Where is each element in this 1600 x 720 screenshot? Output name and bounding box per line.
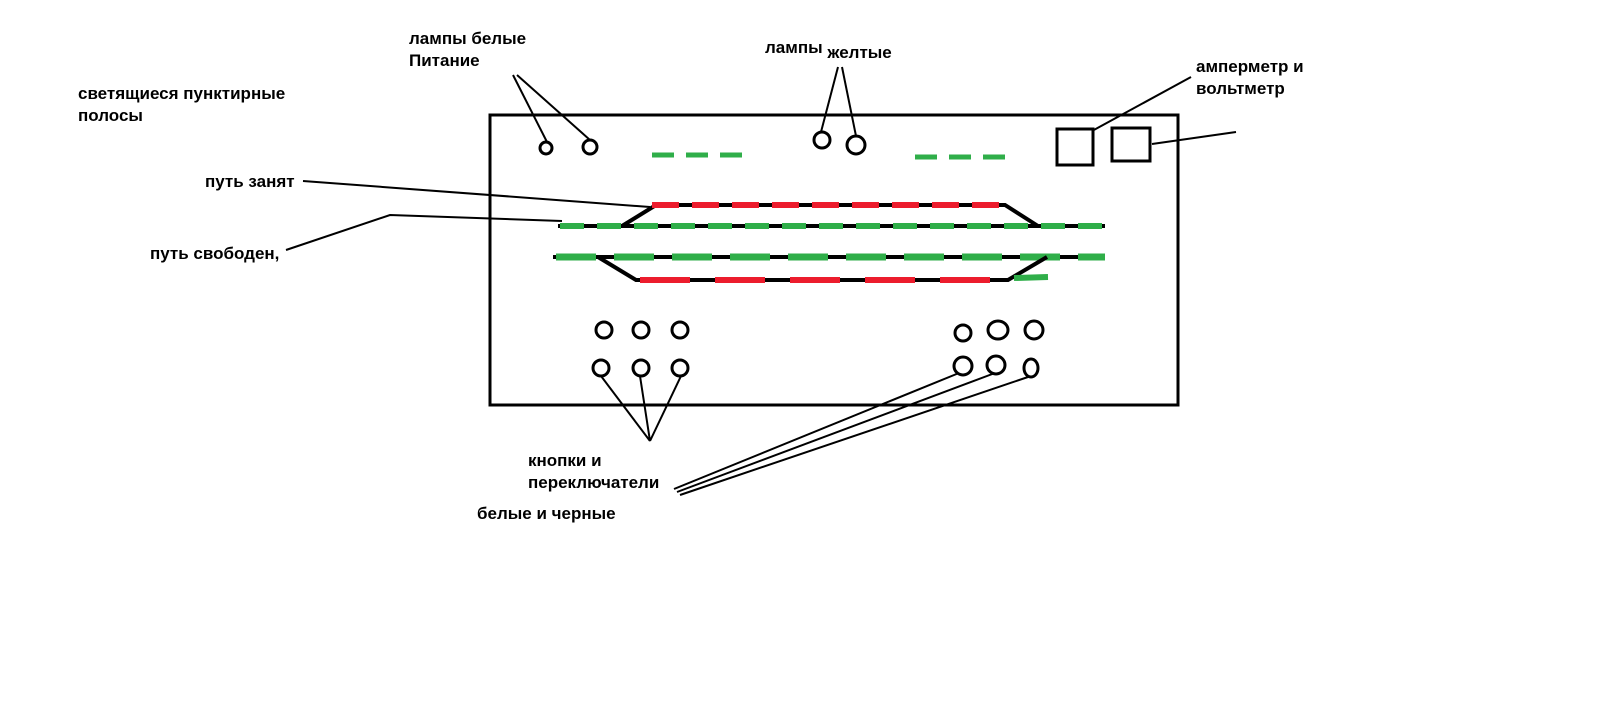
glowing-strips-label-line1: светящиеся пунктирные (78, 84, 286, 103)
buttons-label-line2: переключатели (528, 473, 660, 492)
glowing-strips-label: светящиеся пунктирные полосы (78, 83, 285, 127)
yellow-lamps-label-word2: желтые (827, 43, 892, 62)
button-circle (985, 354, 1007, 376)
track-occupied-arrow (302, 180, 651, 208)
button-circle (591, 358, 611, 378)
free-strip-lower-right (1013, 274, 1049, 281)
voltmeter-icon (1110, 126, 1152, 163)
buttons-left-group (591, 320, 690, 378)
buttons-left-arrow-2 (639, 375, 651, 442)
white-lamps-label-line2: Питание (409, 51, 480, 70)
meters-label-line1: амперметр и (1196, 57, 1304, 76)
yellow-lamps-arrow-2 (841, 66, 857, 137)
buttons-left-arrow-1 (600, 375, 651, 442)
track-occupied-label: путь занят (205, 172, 295, 191)
buttons-right-arrow-2 (676, 372, 996, 493)
buttons-colors-label: белые и черные (477, 504, 616, 523)
meters-label: амперметр и вольтметр (1196, 56, 1304, 100)
button-circle (594, 320, 614, 340)
buttons-label-line1: кнопки и (528, 451, 602, 470)
button-circle (1022, 357, 1040, 379)
white-lamps-arrow-2 (516, 74, 591, 141)
button-circle (986, 319, 1010, 341)
buttons-right-group (952, 319, 1045, 379)
yellow-lamps-label: лампы желтые (765, 37, 892, 62)
button-circle (670, 358, 690, 378)
annotation-arrows (285, 66, 1237, 496)
white-lamps-label: лампы белые Питание (409, 28, 526, 72)
button-circle (1023, 319, 1045, 341)
track-free-label: путь свободен, (150, 244, 280, 263)
meters (1055, 126, 1152, 167)
yellow-lamps (812, 130, 867, 156)
ammeter-icon (1055, 127, 1095, 167)
control-panel-outline (488, 113, 1180, 407)
yellow-lamps-label-word1: лампы (765, 38, 823, 57)
button-circle (670, 320, 690, 340)
white-lamp-icon (538, 140, 554, 156)
button-circle (952, 355, 974, 377)
track-free-arrow (285, 213, 563, 251)
white-lamp-icon (581, 138, 599, 156)
track-loop-upper (620, 203, 1040, 228)
meters-arrow-2 (1151, 131, 1237, 145)
buttons-left-arrow-3 (649, 375, 682, 442)
buttons-label: кнопки и переключатели (528, 450, 659, 494)
yellow-lamp-icon (845, 134, 867, 156)
meters-arrow-1 (1080, 76, 1192, 138)
track-schematic (553, 202, 1105, 283)
white-lamps-arrow-1 (512, 74, 548, 143)
meters-label-line2: вольтметр (1196, 79, 1285, 98)
white-power-lamps (538, 138, 599, 156)
buttons-right-arrow-1 (673, 372, 960, 490)
yellow-lamp-icon (812, 130, 832, 150)
button-circle (953, 323, 973, 343)
buttons-right-arrow-3 (679, 375, 1032, 496)
button-circle (631, 320, 651, 340)
button-circle (631, 358, 651, 378)
glowing-strips-label-line2: полосы (78, 106, 143, 125)
yellow-lamps-arrow-1 (820, 66, 839, 133)
white-lamps-label-line1: лампы белые (409, 29, 527, 48)
